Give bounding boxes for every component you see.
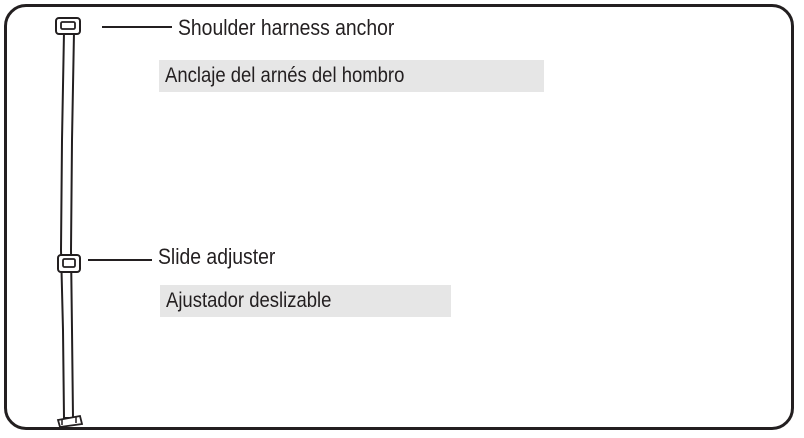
- anchor-label-spanish-box: Anclaje del arnés del hombro: [159, 60, 544, 92]
- anchor-label-english: Shoulder harness anchor: [178, 15, 395, 40]
- slide-adjuster-buckle: [57, 254, 81, 273]
- strap: [59, 31, 76, 419]
- adjuster-label-spanish-box: Ajustador deslizable: [160, 285, 451, 317]
- shoulder-anchor-buckle: [55, 17, 81, 35]
- bottom-hook: [56, 414, 84, 428]
- adjuster-label-spanish: Ajustador deslizable: [166, 289, 332, 312]
- adjuster-label-english: Slide adjuster: [158, 244, 276, 269]
- anchor-label-spanish: Anclaje del arnés del hombro: [165, 64, 405, 87]
